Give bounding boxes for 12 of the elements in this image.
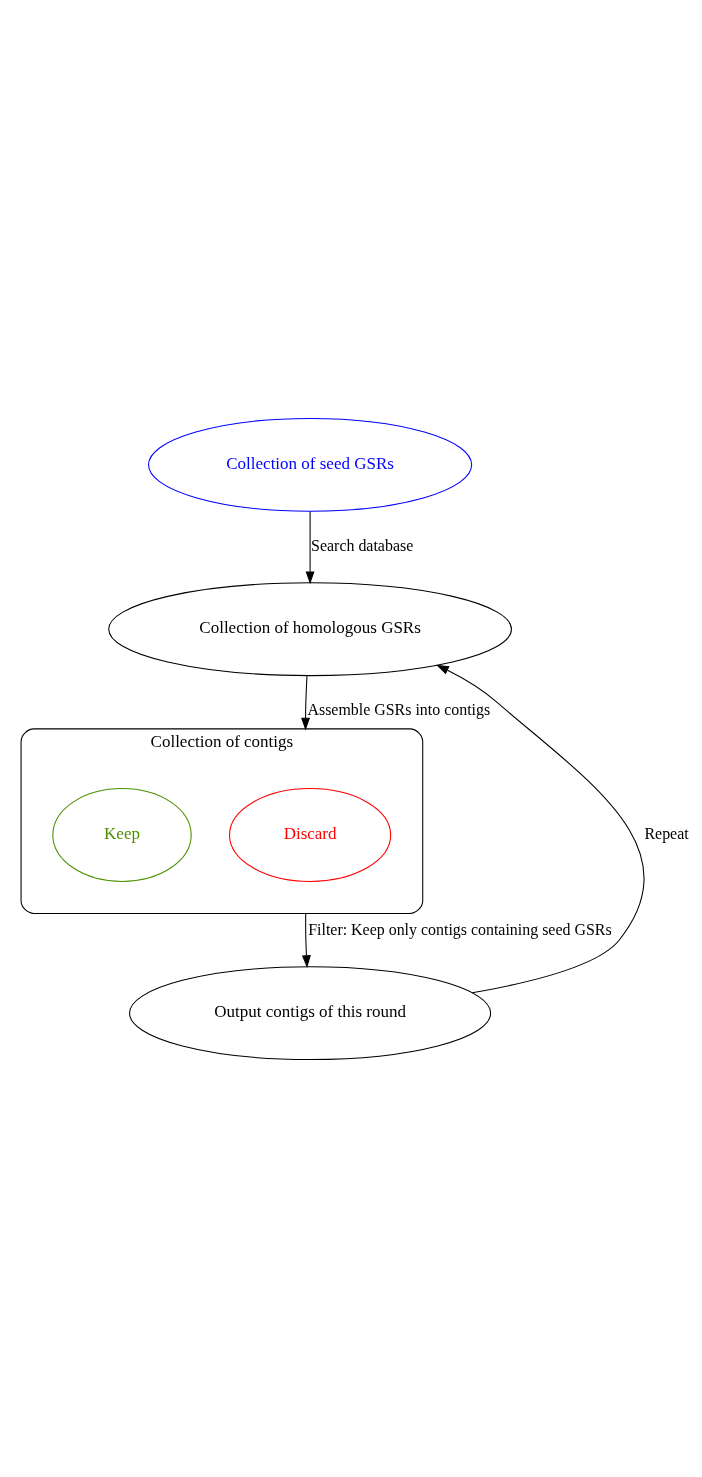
node-ellipse: Collection of seed GSRs [148,417,473,512]
arrow [301,674,310,730]
edge-label: Assemble GSRs into contigs [307,700,491,718]
edge-label: Search database [311,536,414,554]
arrow [301,912,311,968]
node-ellipse: Keep [52,787,192,882]
edge-label: Repeat [644,824,689,842]
edge-label: Filter: Keep only contigs containing seed GSRs [308,920,612,938]
node-ellipse: Discard [229,787,392,882]
arrow [305,510,315,584]
node-ellipse: Output contigs of this round [129,965,492,1060]
arrow [436,664,645,993]
